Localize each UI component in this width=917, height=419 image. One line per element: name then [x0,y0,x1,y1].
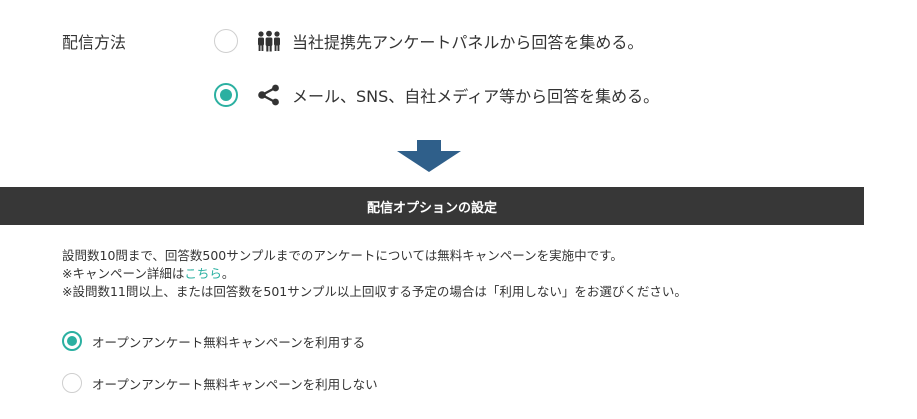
delivery-sns-text: メール、SNS、自社メディア等から回答を集める。 [292,87,660,106]
campaign-info-line2-suffix: 。 [221,266,235,281]
campaign-option-use[interactable]: オープンアンケート無料キャンペーンを利用する [62,331,365,351]
campaign-info-line3: ※設問数11問以上、または回答数を501サンプル以上回収する予定の場合は「利用し… [62,284,687,299]
campaign-use-radio[interactable] [62,331,82,351]
campaign-not-use-radio[interactable] [62,373,82,393]
delivery-option-sns[interactable]: メール、SNS、自社メディア等から回答を集める。 [214,82,659,108]
campaign-info: 設問数10問まで、回答数500サンプルまでのアンケートについては無料キャンペーン… [62,247,687,301]
delivery-panel-radio[interactable] [214,29,238,53]
delivery-panel-text: 当社提携先アンケートパネルから回答を集める。 [292,33,644,52]
campaign-use-text: オープンアンケート無料キャンペーンを利用する [92,334,366,350]
campaign-info-line2-prefix: ※キャンペーン詳細は [62,266,185,281]
delivery-options-header: 配信オプションの設定 [0,187,864,225]
campaign-info-line1: 設問数10問まで、回答数500サンプルまでのアンケートについては無料キャンペーン… [62,248,623,263]
campaign-info-line2: ※キャンペーン詳細はこちら。 [62,265,687,283]
campaign-details-link[interactable]: こちら [184,266,222,281]
campaign-not-use-text: オープンアンケート無料キャンペーンを利用しない [92,376,378,392]
users-icon [258,30,280,52]
delivery-method-label: 配信方法 [62,33,127,52]
delivery-option-panel[interactable]: 当社提携先アンケートパネルから回答を集める。 [214,28,643,54]
section-title: 配信オプションの設定 [366,200,497,216]
delivery-sns-radio[interactable] [214,83,238,107]
campaign-option-not-use[interactable]: オープンアンケート無料キャンペーンを利用しない [62,373,378,393]
share-icon [258,84,279,106]
arrow-down-icon [397,140,461,172]
